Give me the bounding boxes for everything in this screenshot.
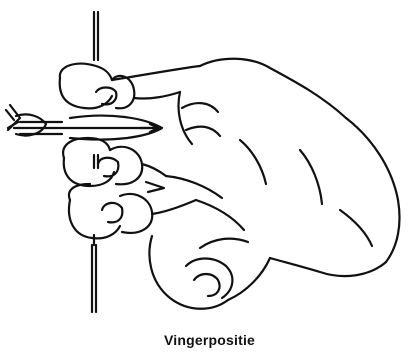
bowstring [92,12,98,312]
arrow-nock [6,105,162,140]
hand-on-bowstring-icon [0,0,419,325]
middle-finger [63,138,166,192]
ring-finger [69,184,196,238]
back-of-hand [166,59,400,276]
thumb [149,236,270,309]
figure-caption: Vingerpositie [0,331,419,349]
